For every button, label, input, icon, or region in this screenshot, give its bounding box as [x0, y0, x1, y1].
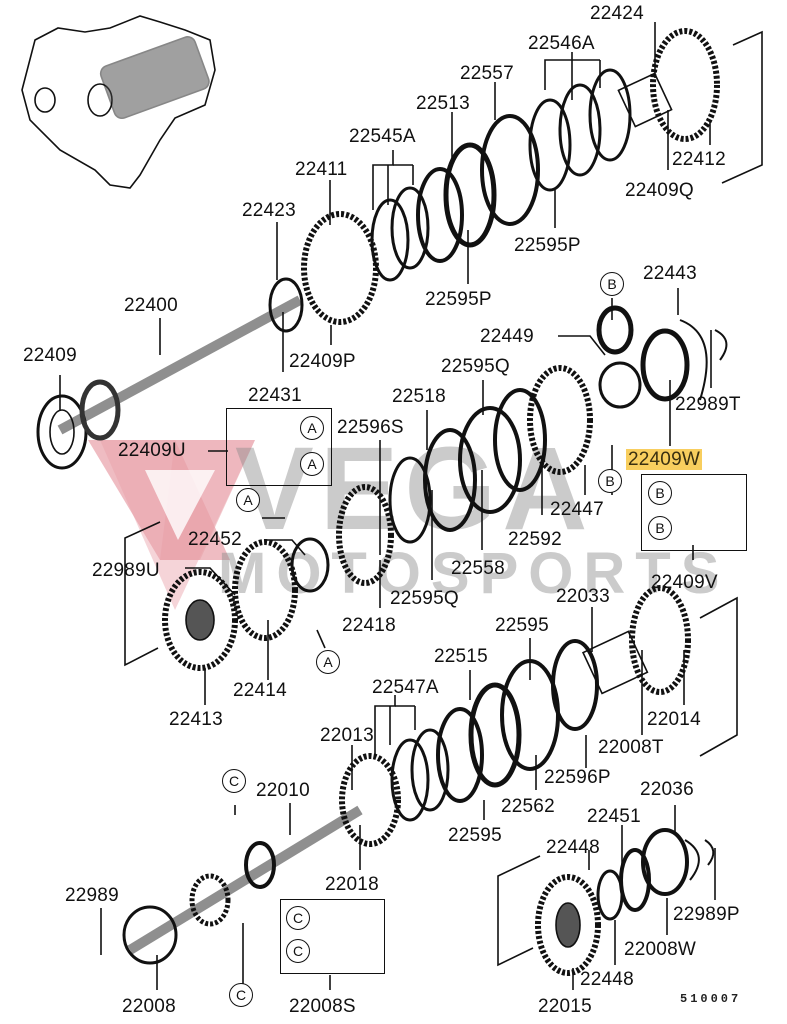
label-22513[interactable]: 22513	[416, 93, 470, 114]
label-22595Q-bot[interactable]: 22595Q	[390, 588, 459, 609]
label-22595Q-top[interactable]: 22595Q	[441, 356, 510, 377]
kit-box-22008S	[280, 899, 385, 974]
label-22409P[interactable]: 22409P	[289, 351, 356, 372]
label-22989T[interactable]: 22989T	[675, 394, 741, 415]
callout-b-4: B	[648, 516, 672, 540]
watermark-text-motorsports: MOTOSPORTS	[218, 541, 730, 606]
label-22452[interactable]: 22452	[188, 529, 242, 550]
label-22431[interactable]: 22431	[248, 385, 302, 406]
kit-box-22431	[226, 408, 332, 486]
label-22592[interactable]: 22592	[508, 529, 562, 550]
label-22989[interactable]: 22989	[65, 885, 119, 906]
label-22409U[interactable]: 22409U	[118, 440, 186, 461]
label-22546A[interactable]: 22546A	[528, 33, 595, 54]
label-22014[interactable]: 22014	[647, 709, 701, 730]
callout-a-3: A	[236, 488, 260, 512]
label-22595P-mid[interactable]: 22595P	[425, 289, 492, 310]
label-22418[interactable]: 22418	[342, 615, 396, 636]
label-22562[interactable]: 22562	[501, 796, 555, 817]
label-22409Q[interactable]: 22409Q	[625, 180, 694, 201]
label-22423[interactable]: 22423	[242, 200, 296, 221]
callout-b-2: B	[598, 469, 622, 493]
callout-a-4: A	[316, 650, 340, 674]
label-22447[interactable]: 22447	[550, 499, 604, 520]
callout-c-1: C	[222, 769, 246, 793]
label-22989P[interactable]: 22989P	[673, 904, 740, 925]
callout-c-4: C	[229, 983, 253, 1007]
label-22558[interactable]: 22558	[451, 558, 505, 579]
callout-b-1: B	[600, 272, 624, 296]
label-22595-bot[interactable]: 22595	[448, 825, 502, 846]
label-22989U[interactable]: 22989U	[92, 560, 160, 581]
drawing-code: 510007	[680, 992, 742, 1006]
label-22449[interactable]: 22449	[480, 326, 534, 347]
kit-box-22409V	[641, 474, 747, 551]
callout-a-2: A	[300, 452, 324, 476]
label-22036[interactable]: 22036	[640, 779, 694, 800]
label-22008[interactable]: 22008	[122, 996, 176, 1017]
label-22013[interactable]: 22013	[320, 725, 374, 746]
label-22595P-top[interactable]: 22595P	[514, 235, 581, 256]
label-22557[interactable]: 22557	[460, 63, 514, 84]
label-22518[interactable]: 22518	[392, 386, 446, 407]
label-22008W[interactable]: 22008W	[624, 939, 696, 960]
label-22008S[interactable]: 22008S	[289, 996, 356, 1017]
label-22409[interactable]: 22409	[23, 345, 77, 366]
label-22414[interactable]: 22414	[233, 680, 287, 701]
label-22443[interactable]: 22443	[643, 263, 697, 284]
label-22451[interactable]: 22451	[587, 806, 641, 827]
label-22547A[interactable]: 22547A	[372, 677, 439, 698]
callout-b-3: B	[648, 481, 672, 505]
label-22015[interactable]: 22015	[538, 996, 592, 1017]
label-22018[interactable]: 22018	[325, 874, 379, 895]
callout-c-2: C	[286, 906, 310, 930]
label-22596P[interactable]: 22596P	[544, 767, 611, 788]
label-22411[interactable]: 22411	[295, 159, 348, 180]
label-22448-top[interactable]: 22448	[546, 837, 600, 858]
label-22033[interactable]: 22033	[556, 586, 610, 607]
label-22412[interactable]: 22412	[672, 149, 726, 170]
label-22400[interactable]: 22400	[124, 295, 178, 316]
callout-c-3: C	[286, 939, 310, 963]
label-22010[interactable]: 22010	[256, 780, 310, 801]
inset-gear-cluster-icon	[99, 36, 210, 120]
callout-a-1: A	[300, 416, 324, 440]
label-22008T[interactable]: 22008T	[598, 737, 664, 758]
label-22596S[interactable]: 22596S	[337, 417, 404, 438]
label-22545A[interactable]: 22545A	[349, 126, 416, 147]
label-22515[interactable]: 22515	[434, 646, 488, 667]
label-22413[interactable]: 22413	[169, 709, 223, 730]
label-22595-top[interactable]: 22595	[495, 615, 549, 636]
label-22424[interactable]: 22424	[590, 3, 644, 24]
label-22409V[interactable]: 22409V	[651, 572, 718, 593]
label-22409W-highlighted[interactable]: 22409W	[626, 449, 702, 470]
label-22448-bot[interactable]: 22448	[580, 969, 634, 990]
